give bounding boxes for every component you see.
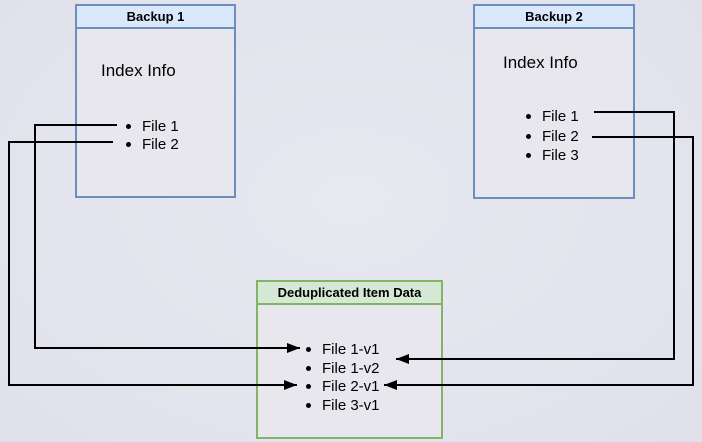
bullet-icon: [306, 402, 311, 408]
bullet-icon: [126, 141, 131, 147]
list-item: File 2-v1: [306, 377, 380, 396]
backup1-file-list: File 1 File 2: [126, 117, 179, 153]
dedup-item-list: File 1-v1 File 1-v2 File 2-v1 File 3-v1: [306, 340, 380, 415]
backup1-file-1: File 1: [142, 117, 179, 135]
backup1-file-2: File 2: [142, 135, 179, 153]
bullet-icon: [526, 114, 531, 120]
bullet-icon: [306, 365, 311, 371]
backup2-title: Backup 2: [525, 9, 583, 24]
list-item: File 1: [126, 117, 179, 135]
backup2-file-3: File 3: [542, 147, 579, 165]
dedup-item-file1v2: File 1-v2: [322, 359, 380, 377]
backup1-header: Backup 1: [77, 6, 234, 29]
list-item: File 3-v1: [306, 396, 380, 415]
backup1-title: Backup 1: [126, 9, 185, 24]
list-item: File 3: [526, 146, 579, 166]
dedup-item-file3v1: File 3-v1: [322, 396, 380, 414]
dedup-title: Deduplicated Item Data: [277, 285, 422, 300]
bullet-icon: [126, 123, 131, 129]
dedup-header: Deduplicated Item Data: [258, 282, 441, 305]
bullet-icon: [306, 346, 311, 352]
list-item: File 1-v2: [306, 359, 380, 378]
list-item: File 2: [526, 127, 579, 147]
backup2-header: Backup 2: [475, 6, 633, 29]
backup1-box: Backup 1 Index Info File 1 File 2: [75, 4, 236, 198]
dedup-item-file2v1: File 2-v1: [322, 378, 380, 396]
bullet-icon: [526, 153, 531, 159]
bullet-icon: [526, 133, 531, 139]
list-item: File 1-v1: [306, 340, 380, 359]
backup2-box: Backup 2 Index Info File 1 File 2 File 3: [473, 4, 635, 199]
backup1-index-info-label: Index Info: [101, 61, 176, 80]
dedup-item-file1v1: File 1-v1: [322, 340, 380, 358]
backup2-file-2: File 2: [542, 127, 579, 145]
bullet-icon: [306, 384, 311, 390]
dedup-box: Deduplicated Item Data File 1-v1 File 1-…: [256, 280, 443, 439]
list-item: File 2: [126, 135, 179, 153]
list-item: File 1: [526, 107, 579, 127]
backup2-file-list: File 1 File 2 File 3: [526, 107, 579, 166]
backup2-file-1: File 1: [542, 108, 579, 126]
backup2-index-info-label: Index Info: [503, 53, 578, 72]
